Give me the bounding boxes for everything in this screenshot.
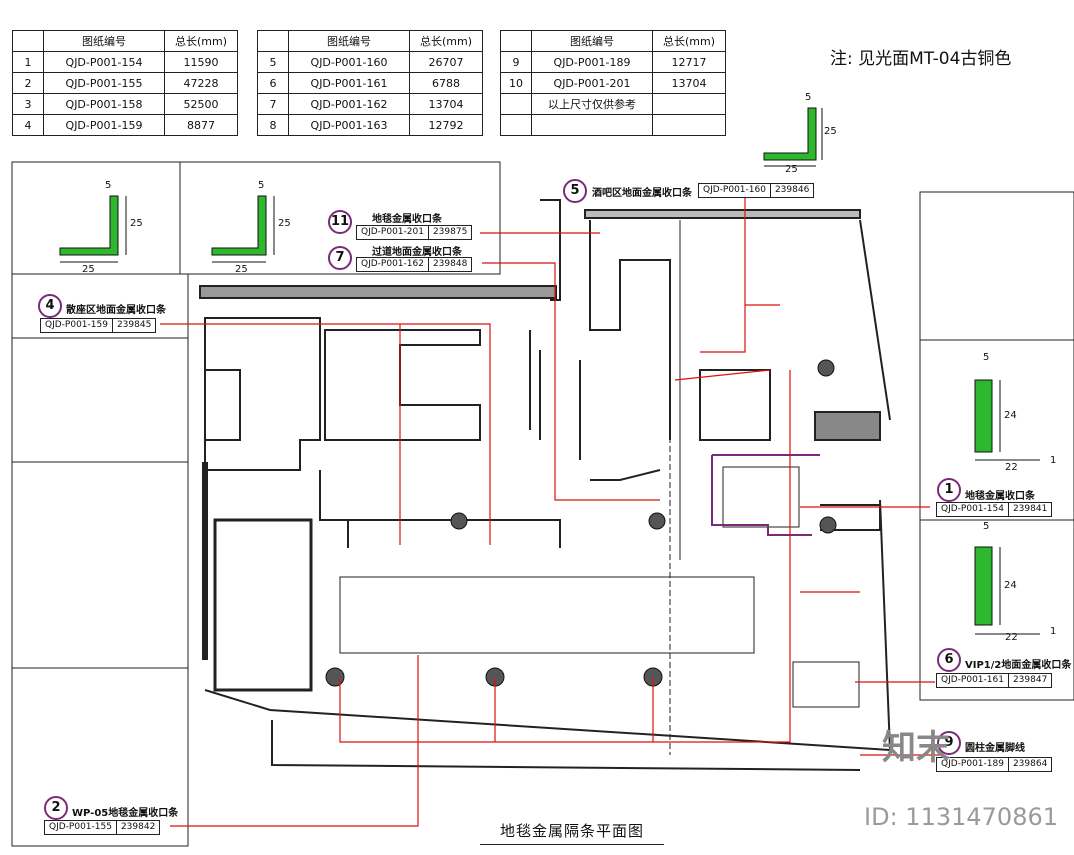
- dim-22-a: 22: [1005, 462, 1018, 473]
- dim-22-b: 22: [1005, 632, 1018, 643]
- dim-5-c: 5: [805, 92, 812, 103]
- columns: [325, 359, 837, 687]
- tag-5-label: 酒吧区地面金属收口条: [592, 188, 692, 199]
- left-frame: [11, 273, 189, 847]
- profile-detail-b: [211, 195, 275, 263]
- dim-25-f: 25: [785, 164, 798, 175]
- table-cell: QJD-P001-162: [288, 93, 410, 115]
- dim-25-b: 25: [82, 264, 95, 275]
- dim-24-a: 24: [1004, 410, 1017, 421]
- table-cell: QJD-P001-163: [288, 114, 410, 136]
- finish-note: 注: 见光面MT-04古铜色: [830, 49, 1012, 69]
- drawing-title: 地毯金属隔条平面图: [479, 822, 665, 845]
- dim-25-d: 25: [235, 264, 248, 275]
- tag-1-label: 地毯金属收口条: [965, 491, 1035, 502]
- brand-logo: 知末: [882, 728, 950, 768]
- table-cell: 47228: [164, 72, 238, 94]
- profile-detail-c: [763, 107, 823, 167]
- dim-5-e: 5: [983, 521, 990, 532]
- tag-7-label: 过道地面金属收口条: [372, 247, 462, 258]
- tag-6-number: 6: [937, 648, 961, 672]
- tag-2-label: WP-05地毯金属收口条: [72, 808, 179, 819]
- table-cell: 4: [12, 114, 44, 136]
- dim-25-a: 25: [130, 218, 143, 229]
- table-cell: QJD-P001-159: [43, 114, 165, 136]
- tag-4-label: 散座区地面金属收口条: [66, 305, 166, 316]
- table-cell: QJD-P001-160: [288, 51, 410, 73]
- table-cell: QJD-P001-158: [43, 93, 165, 115]
- table-cell: 13704: [652, 72, 726, 94]
- tag-11-number: 11: [328, 210, 352, 234]
- table-row: [500, 114, 726, 136]
- tag-6-label: VIP1/2地面金属收口条: [965, 660, 1072, 671]
- plan-walls: [199, 199, 891, 771]
- tag-11-label: 地毯金属收口条: [372, 214, 442, 225]
- tag-2-number: 2: [44, 796, 68, 820]
- dim-1-a: 1: [1050, 455, 1057, 466]
- tag-9-number: 9: [937, 731, 961, 755]
- leader-lines: [160, 190, 940, 827]
- dim-25-e: 25: [824, 126, 837, 137]
- table-cell: 8877: [164, 114, 238, 136]
- dim-1-b: 1: [1050, 626, 1057, 637]
- detail-frame-top-left: [11, 161, 501, 275]
- profile-detail-d: [974, 379, 1040, 461]
- dim-25-c: 25: [278, 218, 291, 229]
- table-header-cell: 总长(mm): [409, 30, 483, 52]
- tag-5-number: 5: [563, 179, 587, 203]
- purple-strip: [711, 454, 820, 536]
- table-row: 以上尺寸仅供参考: [500, 93, 726, 115]
- dim-5-d: 5: [983, 352, 990, 363]
- right-frame: [919, 191, 1074, 701]
- profile-detail-a: [59, 195, 127, 263]
- table-cell: 12792: [409, 114, 483, 136]
- tag-1-number: 1: [937, 478, 961, 502]
- table-cell: [652, 114, 726, 136]
- tag-4-number: 4: [38, 294, 62, 318]
- profile-detail-e: [974, 546, 1040, 635]
- tag-9-label: 圆柱金属脚线: [965, 743, 1025, 754]
- table-cell: 6788: [409, 72, 483, 94]
- dim-24-b: 24: [1004, 580, 1017, 591]
- watermark-id: ID: 1131470861: [864, 803, 1058, 831]
- tag-7-number: 7: [328, 246, 352, 270]
- dim-5-a: 5: [105, 180, 112, 191]
- dim-5-b: 5: [258, 180, 265, 191]
